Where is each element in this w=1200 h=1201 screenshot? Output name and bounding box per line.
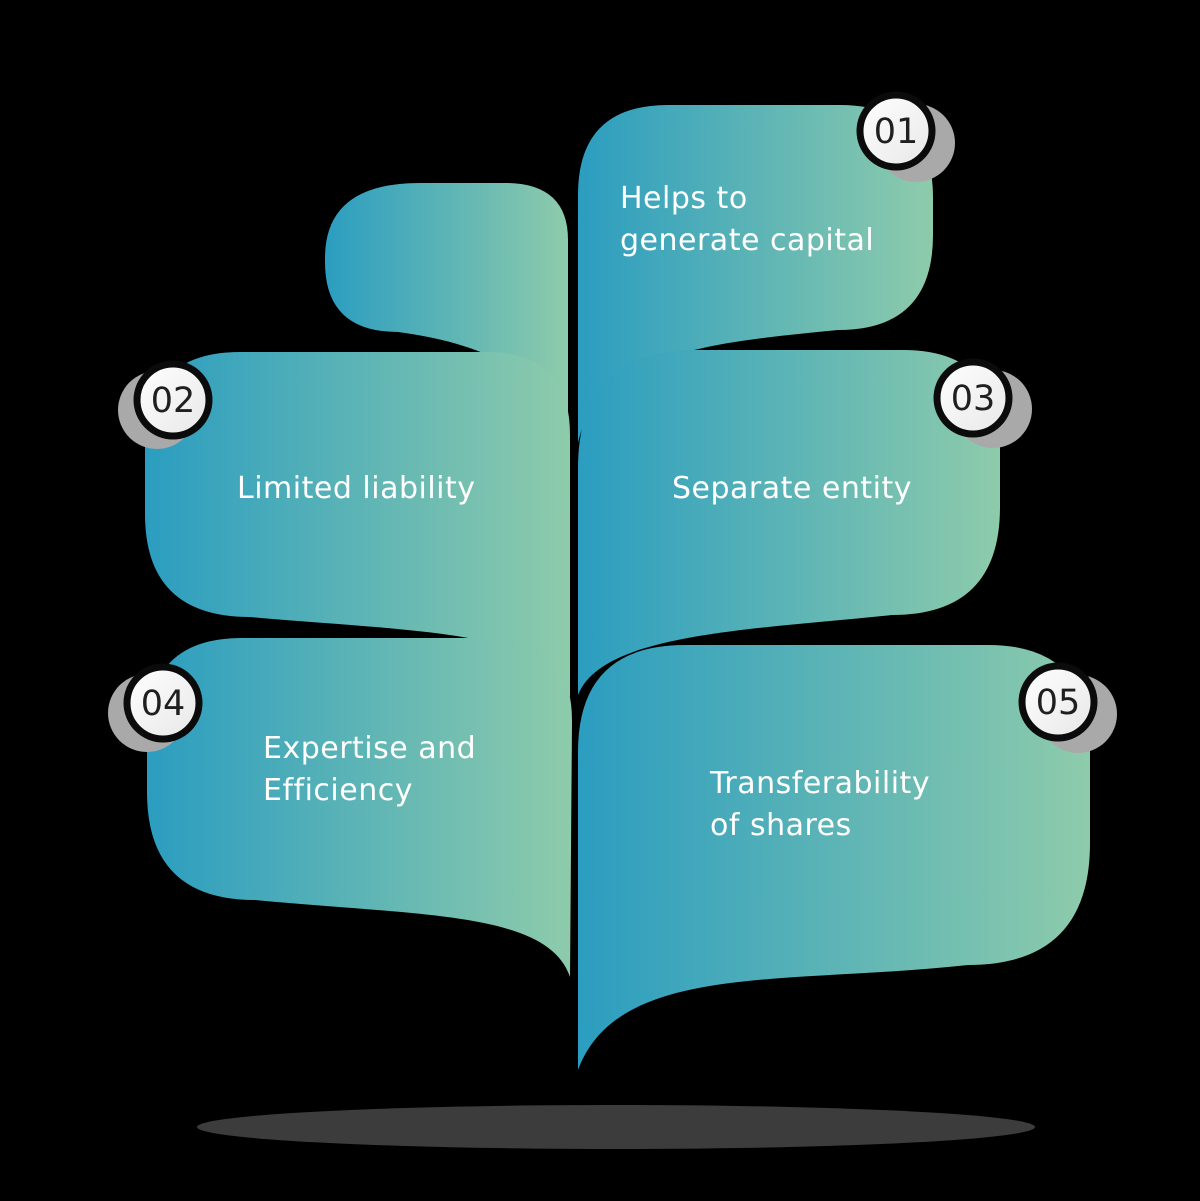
step-badge-03-circle: [933, 358, 1013, 438]
leaf-04-shape: [147, 638, 572, 977]
leaf-05: Transferability of shares: [578, 645, 1090, 1070]
step-badge-01-number: 01: [874, 112, 919, 152]
step-badge-03-number: 03: [951, 379, 996, 419]
leaf-01-shape: [578, 105, 933, 443]
step-badge-04-circle: [123, 663, 203, 743]
leaf-04-label-line-2: Efficiency: [263, 773, 413, 808]
leaf-01-label-line-2: generate capital: [620, 223, 874, 258]
leaf-03: Separate entity: [578, 350, 1000, 695]
step-badge-05-number: 05: [1036, 683, 1081, 723]
ground-shadow: [197, 1105, 1035, 1149]
step-badge-04: 04: [108, 663, 203, 752]
leaf-04-label-line-1: Expertise and: [263, 731, 476, 766]
leaf-02: Limited liability: [145, 352, 570, 697]
leaf-01-label-line-1: Helps to: [620, 181, 748, 216]
leaf-05-shape: [578, 645, 1090, 1070]
leaf-05-label-line-1: Transferability: [709, 766, 930, 801]
step-badge-02-number: 02: [151, 381, 196, 421]
leaf-small-shape: [325, 183, 568, 448]
leaf-03-label-line-1: Separate entity: [672, 471, 912, 506]
leaf-02-label-line-1: Limited liability: [237, 471, 476, 506]
leaf-03-shape: [578, 350, 1000, 695]
leaf-04: Expertise and Efficiency: [147, 638, 572, 977]
step-badge-04-number: 04: [141, 684, 186, 724]
leaf-02-shape: [145, 352, 570, 697]
leaf-01: Helps to generate capital: [578, 105, 933, 443]
step-badge-02-circle: [133, 360, 213, 440]
step-badge-05-circle: [1018, 662, 1098, 742]
step-badge-03: 03: [933, 358, 1032, 448]
step-badge-02: 02: [118, 360, 213, 449]
step-badge-05: 05: [1018, 662, 1117, 753]
leaf-05-label-line-2: of shares: [710, 808, 852, 843]
step-badge-01: 01: [856, 91, 955, 182]
step-badge-01-circle: [856, 91, 936, 171]
